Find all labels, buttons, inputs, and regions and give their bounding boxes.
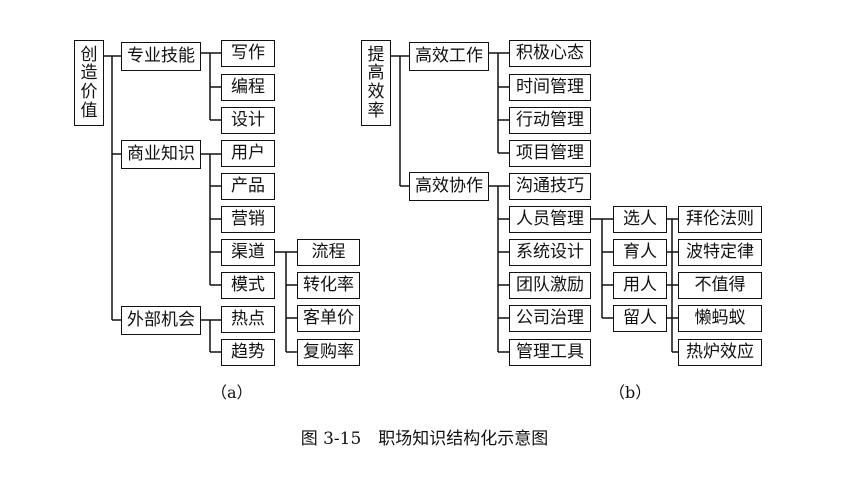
node-lazy-ant: 懒蚂蚁 [678,305,762,332]
node-programming: 编程 [221,74,275,101]
node-team-incentive: 团队激励 [509,272,591,299]
node-byron-law: 拜伦法则 [678,206,762,233]
node-model: 模式 [221,272,275,299]
node-efficient-work: 高效工作 [409,42,489,71]
node-flow: 流程 [297,239,360,266]
node-select-people: 选人 [613,206,667,233]
node-external-opportunity: 外部机会 [121,306,201,335]
node-user: 用户 [221,140,275,167]
node-channel: 渠道 [221,239,275,266]
node-business-knowledge: 商业知识 [121,140,201,169]
node-professional-skills: 专业技能 [121,42,201,71]
node-writing: 写作 [221,40,275,67]
node-corporate-governance: 公司治理 [509,305,591,332]
node-use-people: 用人 [613,272,667,299]
node-repurchase-rate: 复购率 [297,339,360,366]
root-node-create-value: 创造价值 [74,40,104,126]
node-hotspot: 热点 [221,306,275,333]
node-develop-people: 育人 [613,239,667,266]
node-not-worth-it: 不值得 [678,272,762,299]
node-porter-law: 波特定律 [678,239,762,266]
node-product: 产品 [221,173,275,200]
node-project-management: 项目管理 [509,140,591,167]
node-trend: 趋势 [221,339,275,366]
node-communication-skills: 沟通技巧 [509,173,591,200]
figure-caption: 图 3-15 职场知识结构化示意图 [300,429,549,449]
node-action-management: 行动管理 [509,107,591,134]
node-conversion-rate: 转化率 [297,272,360,299]
panel-a-label: （a） [211,383,253,402]
node-time-management: 时间管理 [509,74,591,101]
node-management-tools: 管理工具 [509,339,591,366]
node-positive-mindset: 积极心态 [509,40,591,67]
root-node-improve-efficiency: 提高效率 [361,40,391,126]
node-people-management: 人员管理 [509,206,591,233]
node-design: 设计 [221,107,275,134]
panel-b-label: （b） [609,383,652,402]
node-system-design: 系统设计 [509,239,591,266]
node-avg-order-value: 客单价 [297,305,360,332]
node-efficient-collaboration: 高效协作 [409,172,489,201]
node-hot-stove-effect: 热炉效应 [678,339,762,366]
node-marketing: 营销 [221,206,275,233]
node-retain-people: 留人 [613,305,667,332]
